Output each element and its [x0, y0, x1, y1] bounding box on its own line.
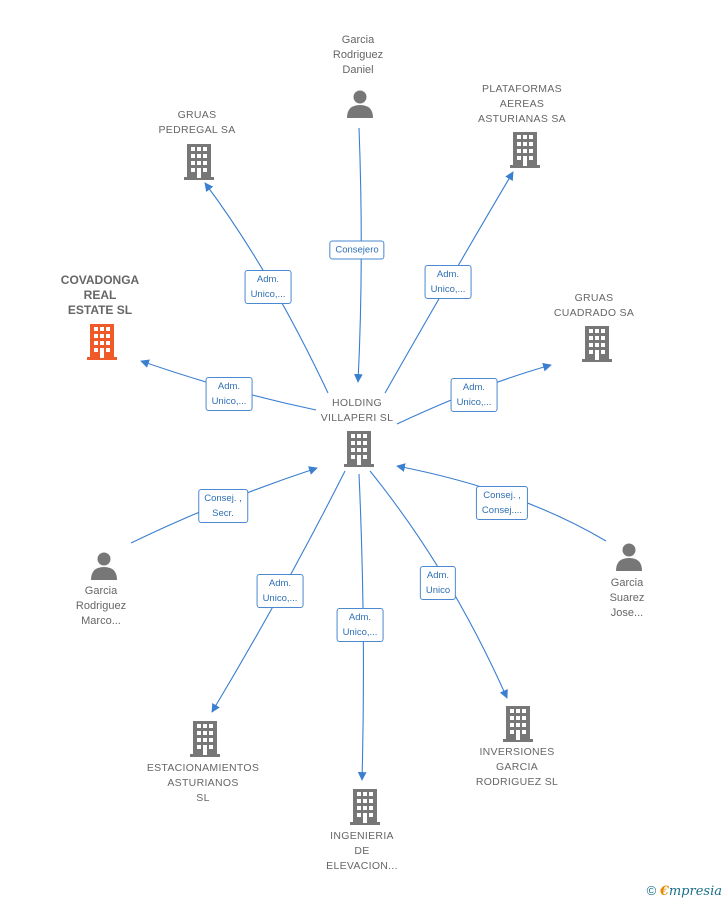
- label-line: Garcia: [341, 34, 375, 46]
- edge-label-consej-consej[interactable]: Consej. , Consej....: [475, 486, 529, 520]
- label-line: GARCIA: [495, 761, 539, 773]
- edge-label-line: Unico,...: [342, 627, 378, 638]
- edge-label-adm-ingenieria[interactable]: Adm. Unico,...: [336, 608, 384, 642]
- label-line: VILLAPERI SL: [320, 412, 394, 424]
- node-label-gruas-pedregal[interactable]: GRUAS PEDREGAL SA: [158, 108, 235, 138]
- label-line: REAL: [83, 288, 117, 302]
- edge-label-line: Consejero: [335, 244, 379, 256]
- label-line: Rodriguez: [75, 600, 127, 612]
- label-line: INVERSIONES: [479, 746, 555, 758]
- label-line: ESTACIONAMIENTOS: [146, 762, 260, 774]
- label-line: GRUAS: [177, 109, 217, 121]
- building-icon: [582, 326, 612, 362]
- node-label-garcia-rodriguez-daniel[interactable]: Garcia Rodriguez Daniel: [333, 33, 383, 78]
- node-label-garcia-rodriguez-marco[interactable]: Garcia Rodriguez Marco...: [76, 584, 126, 629]
- edge-label-adm-plataformas[interactable]: Adm. Unico,...: [424, 265, 472, 299]
- label-line: DE: [354, 845, 370, 857]
- edge-label-line: Adm.: [268, 578, 292, 589]
- label-line: Garcia: [84, 585, 118, 597]
- label-line: Rodriguez: [332, 49, 384, 61]
- label-line: Daniel: [342, 64, 374, 76]
- edge-label-line: Unico,...: [211, 396, 247, 407]
- building-icon: [190, 721, 220, 757]
- edge-label-adm-pedregal[interactable]: Adm. Unico,...: [244, 270, 292, 304]
- node-label-covadonga[interactable]: COVADONGA REAL ESTATE SL: [61, 273, 139, 318]
- node-label-estacionamientos[interactable]: ESTACIONAMIENTOS ASTURIANOS SL: [147, 761, 259, 806]
- edge-label-consejero[interactable]: Consejero: [329, 240, 385, 260]
- edge-label-line: Consej....: [481, 505, 523, 516]
- brand-name: mpresia: [668, 884, 722, 899]
- edge-label-line: Adm.: [462, 382, 486, 393]
- label-line: Garcia: [610, 577, 644, 589]
- edge-label-adm-unico-inversiones[interactable]: Adm. Unico: [419, 566, 457, 600]
- label-line: ESTATE SL: [67, 303, 133, 317]
- edge-label-line: Unico,...: [430, 284, 466, 295]
- label-line: ELEVACION...: [326, 860, 398, 872]
- node-label-plataformas[interactable]: PLATAFORMAS AEREAS ASTURIANAS SA: [478, 82, 566, 127]
- building-icon: [503, 706, 533, 742]
- building-icon: [344, 431, 374, 467]
- label-line: COVADONGA: [60, 273, 140, 287]
- label-line: SL: [196, 792, 210, 804]
- label-line: PEDREGAL SA: [158, 124, 236, 136]
- label-line: INGENIERIA: [330, 830, 394, 842]
- label-line: PLATAFORMAS: [482, 83, 562, 95]
- edge-label-line: Unico,...: [250, 289, 286, 300]
- label-line: Marco...: [81, 615, 121, 627]
- node-label-ingenieria[interactable]: INGENIERIA DE ELEVACION...: [326, 829, 398, 874]
- edge-label-adm-estacionamientos[interactable]: Adm. Unico,...: [256, 574, 304, 608]
- brand-logo-letter: €: [659, 884, 669, 899]
- building-icon: [184, 144, 214, 180]
- brand-footer: © €mpresia: [647, 883, 722, 899]
- edge-label-line: Consej. ,: [204, 493, 242, 504]
- edge-label-consej-secr[interactable]: Consej. , Secr.: [198, 489, 248, 523]
- building-icon: [510, 132, 540, 168]
- label-line: HOLDING: [332, 397, 382, 409]
- edge-label-adm-covadonga[interactable]: Adm. Unico,...: [205, 377, 253, 411]
- label-line: AEREAS: [499, 98, 545, 110]
- edge-label-line: Unico,...: [456, 397, 492, 408]
- node-label-gruas-cuadrado[interactable]: GRUAS CUADRADO SA: [554, 291, 634, 321]
- label-line: ASTURIANAS SA: [478, 113, 566, 125]
- edge-label-line: Unico,...: [262, 593, 298, 604]
- label-line: GRUAS: [574, 292, 614, 304]
- person-icon: [91, 552, 117, 580]
- copyright-icon: ©: [646, 883, 657, 898]
- edge-label-line: Secr.: [212, 508, 234, 519]
- edge-label-adm-cuadrado[interactable]: Adm. Unico,...: [450, 378, 498, 412]
- edge-label-line: Adm.: [426, 570, 450, 581]
- edge-label-line: Adm.: [348, 612, 372, 623]
- node-label-inversiones[interactable]: INVERSIONES GARCIA RODRIGUEZ SL: [476, 745, 558, 790]
- node-label-holding-villaperi[interactable]: HOLDING VILLAPERI SL: [321, 396, 393, 426]
- edge-label-line: Adm.: [256, 274, 280, 285]
- building-icon-highlight: [87, 324, 117, 360]
- label-line: CUADRADO SA: [553, 307, 635, 319]
- building-icon: [350, 789, 380, 825]
- person-icon: [347, 90, 373, 118]
- person-icon: [616, 543, 642, 571]
- edge-label-line: Adm.: [436, 269, 460, 280]
- edge-label-line: Unico: [425, 585, 451, 596]
- edge-label-line: Adm.: [217, 381, 241, 392]
- label-line: Suarez: [609, 592, 645, 604]
- node-label-garcia-suarez-jose[interactable]: Garcia Suarez Jose...: [610, 576, 645, 621]
- label-line: Jose...: [610, 607, 644, 619]
- label-line: RODRIGUEZ SL: [475, 776, 559, 788]
- label-line: ASTURIANOS: [167, 777, 239, 789]
- edge-label-line: Consej. ,: [483, 490, 521, 501]
